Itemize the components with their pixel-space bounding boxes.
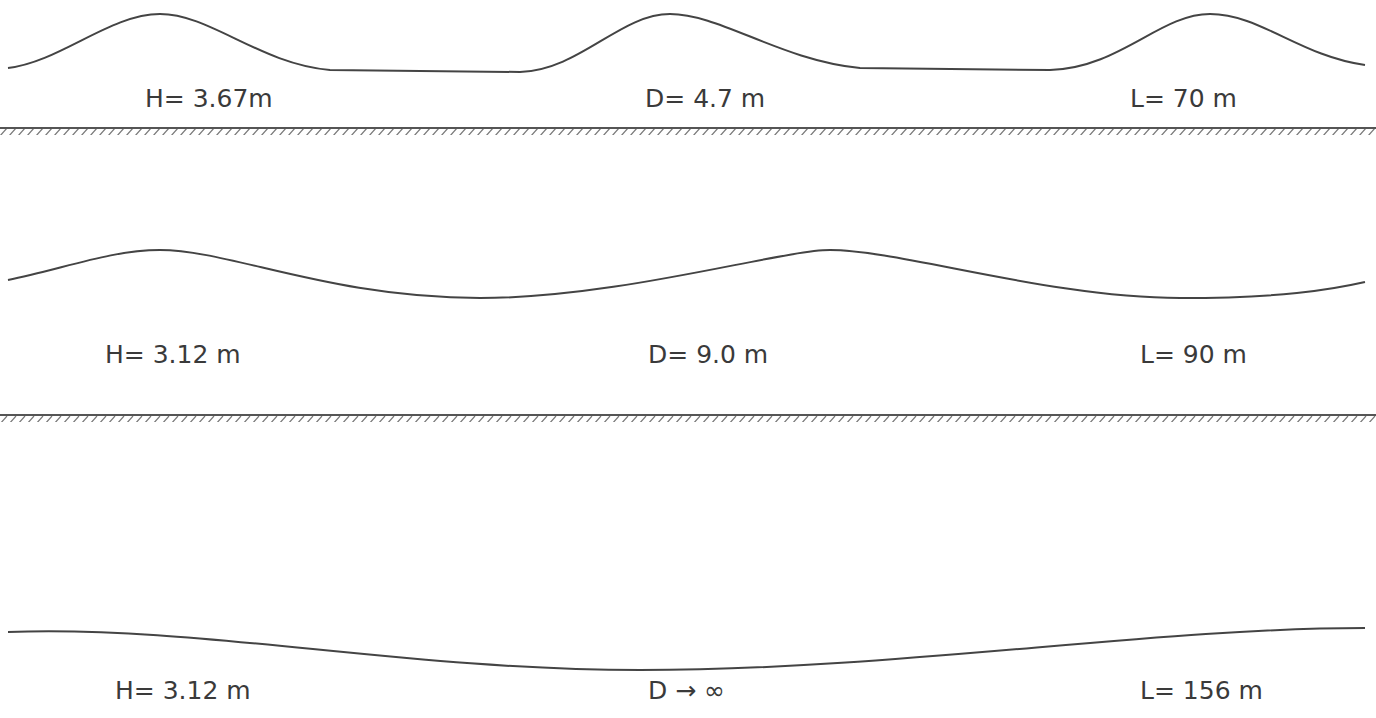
wave-profile	[8, 628, 1365, 670]
dimension-label: D → ∞	[648, 676, 725, 706]
dimension-label: H= 3.12 m	[105, 340, 241, 370]
seabed-hatch	[0, 415, 1376, 422]
seabed-line	[0, 127, 1376, 129]
seabed-line	[0, 414, 1376, 416]
wave-profile	[8, 250, 1365, 298]
dimension-label: L= 156 m	[1140, 676, 1263, 706]
wave-profile	[8, 14, 1365, 72]
seabed-hatch	[0, 128, 1376, 135]
dimension-label: H= 3.67m	[145, 84, 273, 114]
dimension-label: D= 4.7 m	[645, 84, 765, 114]
dimension-label: D= 9.0 m	[648, 340, 768, 370]
dimension-label: L= 90 m	[1140, 340, 1247, 370]
dimension-label: L= 70 m	[1130, 84, 1237, 114]
dimension-label: H= 3.12 m	[115, 676, 251, 706]
